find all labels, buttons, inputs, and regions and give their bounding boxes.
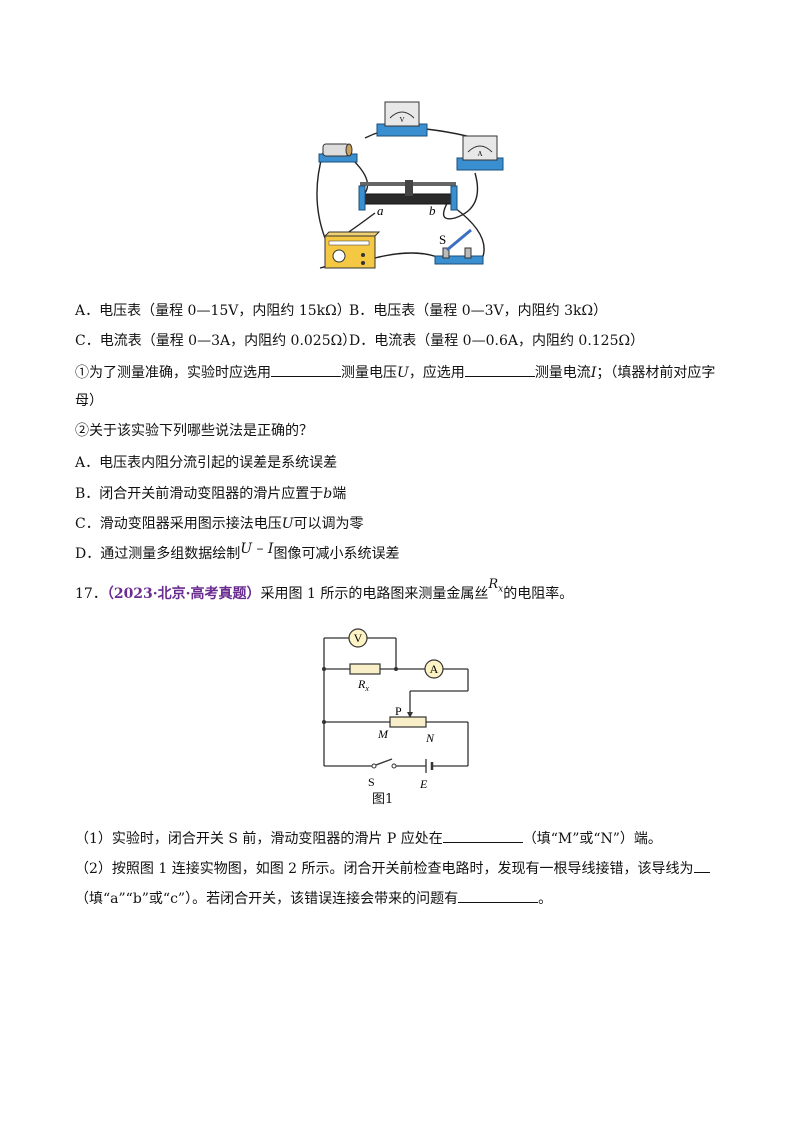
ammeter-label: A <box>477 150 482 158</box>
q2-b-post: 端 <box>332 486 347 502</box>
option-a: A．电压表（量程 0—15V，内阻约 15kΩ） <box>75 303 351 319</box>
voltmeter-illustration: V <box>376 101 428 137</box>
apparatus-figure: V A a b S <box>316 101 504 269</box>
answer-blank-ammeter[interactable] <box>464 362 535 377</box>
q17-2-line2-post: 。 <box>538 891 553 907</box>
figure-1-caption: 图1 <box>372 792 394 807</box>
q17-rx: Rx <box>488 577 504 595</box>
switch-label: S <box>439 232 446 247</box>
q17-2-line1: （2）按照图 1 连接实物图，如图 2 所示。闭合开关前检查电路时，发现有一根导… <box>75 861 694 877</box>
q17-1-pre: （1）实验时，闭合开关 S 前，滑动变阻器的滑片 P 应处在 <box>75 831 443 847</box>
q1-part1: ①为了测量准确，实验时应选用 <box>75 365 271 381</box>
ammeter-illustration: A <box>456 135 504 171</box>
slider-label-p: P <box>395 704 402 718</box>
svg-text:A: A <box>430 662 439 676</box>
rx-label: Rx <box>357 677 369 693</box>
answer-blank-wrong-wire[interactable] <box>693 858 710 873</box>
q2-option-d: D．通过测量多组数据绘制U – I图像可减小系统误差 <box>75 541 400 564</box>
answer-blank-voltmeter[interactable] <box>271 362 341 377</box>
rx-resistor-symbol <box>349 663 381 675</box>
q2-b-var: b <box>323 486 333 502</box>
q2-option-b: B．闭合开关前滑动变阻器的滑片应置于b端 <box>75 484 346 504</box>
voltmeter-label: V <box>399 116 404 124</box>
question-2-stem: ②关于该实验下列哪些说法是正确的？ <box>75 423 313 439</box>
q17-sub1: （1）实验时，闭合开关 S 前，滑动变阻器的滑片 P 应处在 （填“M”或“N”）… <box>75 828 662 849</box>
q17-1-post: （填“M”或“N”）端。 <box>522 831 662 847</box>
end-label-n: N <box>425 731 435 745</box>
power-supply-illustration <box>323 231 381 269</box>
q2-c-var: U <box>281 516 294 532</box>
q2-d-post: 图像可减小系统误差 <box>273 546 400 562</box>
q1-var-i: I <box>590 365 597 381</box>
q2-d-var: U – I <box>240 541 274 557</box>
q17-sub2-line2: （填“a”“b”或“c”）。若闭合开关，该错误连接会带来的问题有 。 <box>75 888 552 909</box>
question-1-line2: 母） <box>75 393 103 409</box>
svg-text:V: V <box>354 631 363 645</box>
option-c: C．电流表（量程 0—3A，内阻约 0.025Ω） <box>75 333 357 349</box>
q2-option-c: C．滑动变阻器采用图示接法电压U可以调为零 <box>75 514 364 534</box>
rheostat-end-b: b <box>429 203 436 218</box>
q1-part2: 测量电压 <box>341 365 397 381</box>
rheostat-illustration: a b <box>358 180 458 218</box>
q17-post: 的电阻率。 <box>503 586 574 602</box>
q2-c-pre: C．滑动变阻器采用图示接法电压 <box>75 516 282 532</box>
answer-blank-problem[interactable] <box>458 888 539 903</box>
switch-illustration: S <box>434 228 484 265</box>
q17-source-tag: （2023·北京·高考真题） <box>106 586 261 602</box>
answer-blank-slider-end[interactable] <box>442 828 523 843</box>
q2-d-pre: D．通过测量多组数据绘制 <box>75 546 241 562</box>
q1-part5: ；（填器材前对应字 <box>596 365 716 381</box>
q1-var-u: U <box>397 365 409 381</box>
rheostat-symbol <box>389 716 427 728</box>
q17-number: 17． <box>75 586 107 602</box>
q17-2-line2-pre: （填“a”“b”或“c”）。若闭合开关，该错误连接会带来的问题有 <box>75 891 459 907</box>
q2-c-post: 可以调为零 <box>293 516 364 532</box>
q2-b-pre: B．闭合开关前滑动变阻器的滑片应置于 <box>75 486 324 502</box>
option-b: B．电压表（量程 0—3V，内阻约 3kΩ） <box>349 303 608 319</box>
circuit-diagram-figure-1: V Rx A P M N S E <box>322 628 469 791</box>
question-1-line: ①为了测量准确，实验时应选用 测量电压U，应选用 测量电流I；（填器材前对应字 <box>75 362 715 383</box>
q1-part3: ，应选用 <box>408 365 465 381</box>
rheostat-end-a: a <box>377 203 384 218</box>
q1-part4: 测量电流 <box>534 365 591 381</box>
q2-option-a: A．电压表内阻分流引起的误差是系统误差 <box>75 455 338 471</box>
q17-sub2-line1: （2）按照图 1 连接实物图，如图 2 所示。闭合开关前检查电路时，发现有一根导… <box>75 858 710 879</box>
end-label-m: M <box>377 727 389 741</box>
option-d: D．电流表（量程 0—0.6A，内阻约 0.125Ω） <box>349 333 645 349</box>
question-17: 17．（2023·北京·高考真题）采用图 1 所示的电路图来测量金属丝Rx的电阻… <box>75 577 574 610</box>
voltmeter-symbol: V <box>348 628 368 648</box>
ammeter-symbol: A <box>424 659 444 679</box>
switch-label-s: S <box>368 775 375 789</box>
q17-pre: 采用图 1 所示的电路图来测量金属丝 <box>260 586 489 602</box>
resistor-illustration <box>318 143 358 163</box>
battery-label-e: E <box>419 777 428 791</box>
